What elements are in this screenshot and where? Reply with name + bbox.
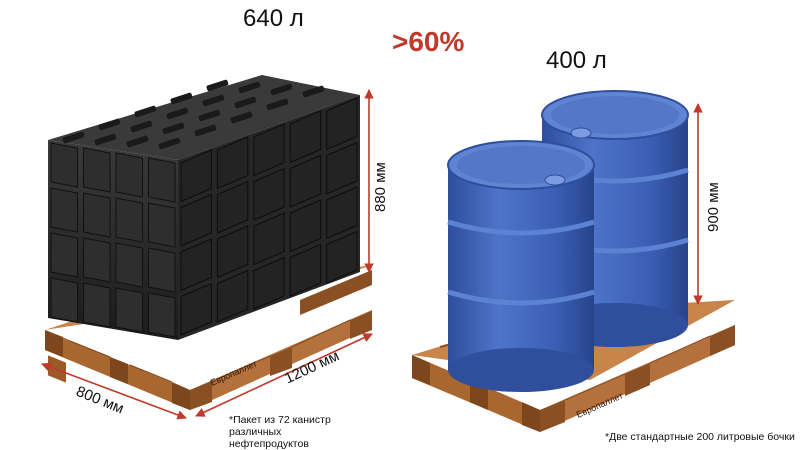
canister xyxy=(216,225,249,279)
canister xyxy=(83,147,111,193)
canister xyxy=(83,282,111,328)
right-note: *Две стандартные 200 литровые бочки xyxy=(605,431,795,443)
canister xyxy=(148,292,176,338)
canister xyxy=(289,199,322,253)
canister xyxy=(115,152,143,198)
canister xyxy=(180,238,212,292)
canister xyxy=(326,141,358,195)
canister-handle xyxy=(130,120,153,133)
canister xyxy=(326,97,358,151)
canister-handle xyxy=(62,131,85,144)
canister xyxy=(50,187,78,233)
canister xyxy=(253,167,285,221)
canister xyxy=(289,154,322,208)
dimension-lines xyxy=(41,89,703,420)
canister xyxy=(180,149,212,203)
canister xyxy=(115,242,143,288)
canister xyxy=(180,282,212,336)
canister-left-face xyxy=(48,140,178,340)
canister-handle xyxy=(302,85,325,98)
canister-handle xyxy=(230,111,253,124)
canister-handle xyxy=(194,124,217,137)
canister-handle xyxy=(94,133,117,146)
canister-handle xyxy=(170,92,193,105)
left-volume-label: 640 л xyxy=(243,5,304,32)
right-volume-label: 400 л xyxy=(546,47,607,74)
left-note: *Пакет из 72 канистр различных нефтепрод… xyxy=(229,414,331,450)
canister xyxy=(216,136,249,190)
left-height-label: 880 мм xyxy=(372,162,389,212)
canister xyxy=(326,230,358,284)
canister xyxy=(216,180,249,234)
canister-handle xyxy=(162,122,185,135)
canister xyxy=(253,123,285,177)
barrel-front xyxy=(447,140,595,392)
right-height-label: 900 мм xyxy=(705,182,722,232)
canister-handle xyxy=(166,107,189,120)
canister-stack xyxy=(48,75,360,340)
canister xyxy=(50,277,78,323)
canister xyxy=(148,202,176,248)
canister-handle xyxy=(238,81,261,94)
canister xyxy=(148,157,176,203)
canister-handle xyxy=(158,137,181,150)
canister-handle xyxy=(206,79,229,92)
canister xyxy=(326,186,358,240)
canister-handle xyxy=(266,98,289,111)
canister-handle xyxy=(234,96,257,109)
difference-label: >60% xyxy=(392,26,465,57)
canister xyxy=(83,192,111,238)
canister xyxy=(50,142,78,188)
canister xyxy=(253,212,285,266)
canister xyxy=(148,247,176,293)
canister xyxy=(289,110,322,164)
canister xyxy=(50,232,78,278)
canister-handle xyxy=(270,83,293,96)
canister-handle xyxy=(134,105,157,118)
canister xyxy=(289,243,322,297)
canister xyxy=(253,256,285,310)
canister-handle xyxy=(202,94,225,107)
canister xyxy=(216,269,249,323)
canister-handle xyxy=(198,109,221,122)
canister-handle xyxy=(126,135,149,148)
canister-handle xyxy=(98,118,121,131)
canister xyxy=(115,287,143,333)
canister xyxy=(83,237,111,283)
canister xyxy=(180,193,212,247)
canister xyxy=(115,197,143,243)
